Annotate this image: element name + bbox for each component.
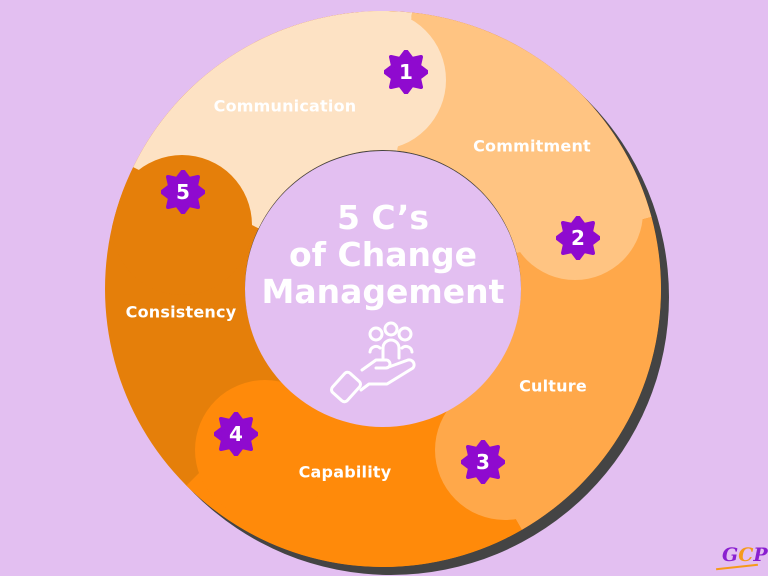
star-badge-icon: [461, 440, 505, 484]
segment-4-label: Capability: [298, 462, 392, 482]
gcp-logo: GCP: [722, 544, 768, 566]
star-badge-icon: [161, 170, 205, 214]
segment-2-cap: [507, 144, 643, 280]
segment-1-cap: [306, 11, 446, 150]
segment-3-cap: [435, 380, 575, 520]
badge-number: 4: [229, 422, 243, 446]
title-line-2: of Change: [289, 235, 477, 274]
star-badge-icon: [214, 412, 258, 456]
logo-letter-c: C: [738, 544, 754, 566]
badge-number: 5: [176, 180, 190, 204]
badge-2: 2: [556, 216, 600, 260]
badge-number: 2: [571, 226, 585, 250]
segment-3-label: Culture: [519, 376, 587, 396]
segment-2-label: Commitment: [473, 136, 591, 156]
badge-1: 1: [384, 50, 428, 94]
title-line-1: 5 C’s: [336, 198, 430, 237]
logo-letter-g: G: [722, 544, 739, 566]
segment-5-label: Consistency: [125, 302, 237, 322]
star-badge-icon: [384, 50, 428, 94]
star-badge-icon: [556, 216, 600, 260]
hand-holding-people-icon: [330, 321, 416, 404]
badge-number: 3: [476, 450, 490, 474]
badge-5: 5: [161, 170, 205, 214]
logo-letter-p: P: [753, 544, 768, 566]
center-circle: [245, 151, 521, 427]
badge-4: 4: [214, 412, 258, 456]
segment-1-label: Communication: [213, 96, 357, 116]
segment-5-cap: [112, 155, 252, 295]
title-line-3: Management: [261, 272, 505, 311]
segment-4-cap: [195, 380, 335, 520]
badge-3: 3: [461, 440, 505, 484]
badge-number: 1: [399, 60, 413, 84]
